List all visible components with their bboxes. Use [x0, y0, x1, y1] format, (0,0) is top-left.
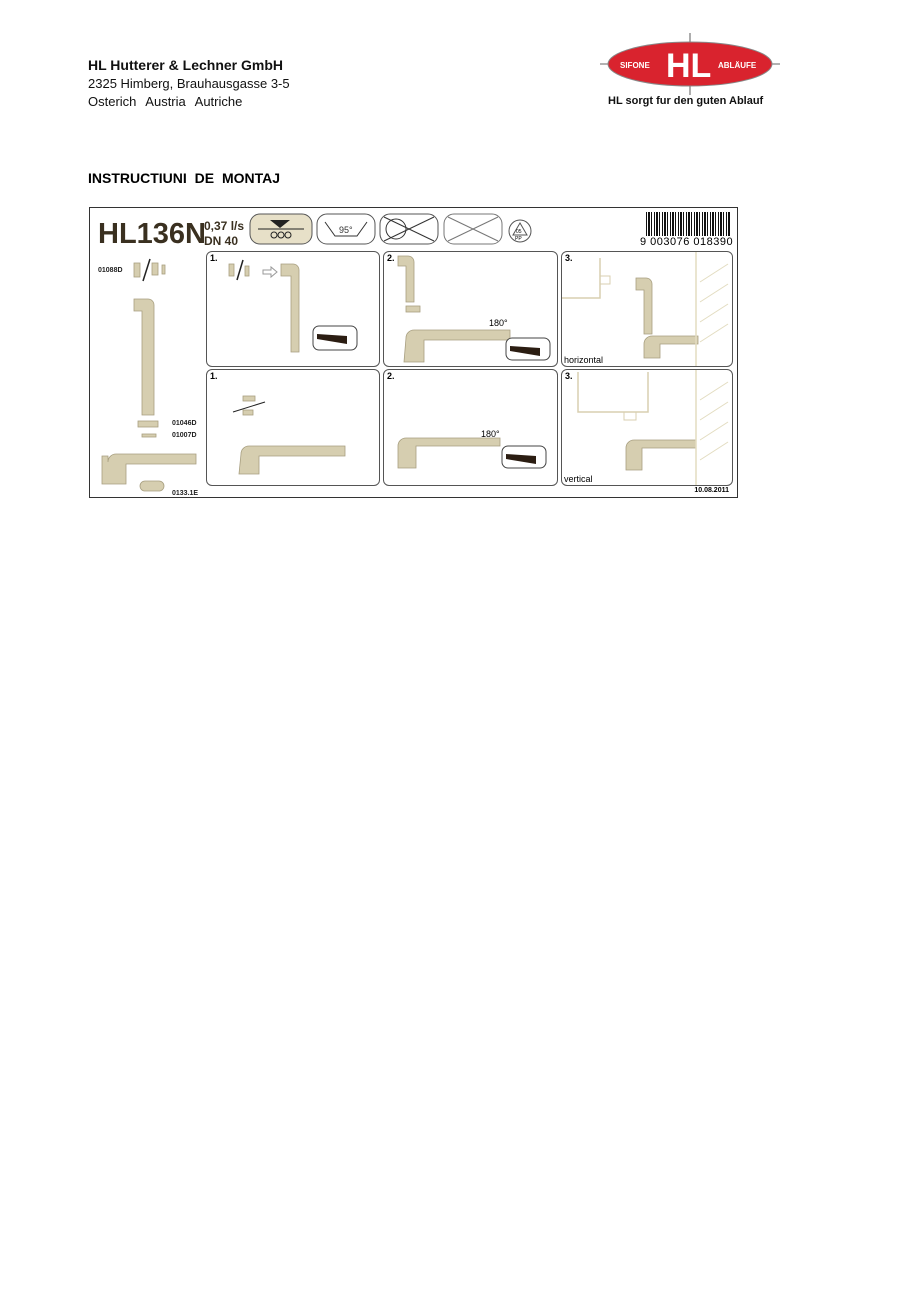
- svg-text:SIFONE: SIFONE: [620, 61, 650, 70]
- svg-text:HL: HL: [666, 47, 711, 85]
- company-address: 2325 Himberg, Brauhausgasse 3-5: [88, 76, 290, 91]
- rotation-angle: 180°: [489, 318, 508, 328]
- company-countries: Osterich Austria Autriche: [88, 94, 243, 109]
- document-title: INSTRUCTIUNI DE MONTAJ: [88, 170, 281, 186]
- step-number: 2.: [387, 371, 395, 381]
- parts-illustration: [101, 258, 197, 492]
- part-number: 0133.1E: [172, 490, 199, 497]
- barcode-number: 9 003076 018390: [638, 236, 736, 248]
- step-number: 1.: [210, 253, 218, 263]
- temperature-label: 95°: [339, 225, 353, 235]
- step-number: 3.: [565, 253, 573, 263]
- no-tool-icon: [443, 213, 503, 245]
- date: 10.08.2011: [694, 487, 729, 494]
- instruction-sheet: HL136N 0,37 l/s DN 40 95° 05 PP 9 003076…: [89, 207, 738, 498]
- step-number: 3.: [565, 371, 573, 381]
- flow-rate: 0,37 l/s: [204, 219, 245, 233]
- hl-logo: SIFONE HL ABLÄUFE: [600, 33, 780, 95]
- company-name: HL Hutterer & Lechner GmbH: [88, 57, 283, 73]
- rotation-angle: 180°: [481, 429, 500, 439]
- step-panel-1-horizontal: 1.: [206, 251, 380, 367]
- step-number: 2.: [387, 253, 395, 263]
- mounting-caption: vertical: [564, 474, 593, 484]
- part-number: 01007D: [172, 432, 197, 439]
- mounting-caption: horizontal: [564, 355, 604, 365]
- no-dishwasher-icon: [379, 213, 439, 245]
- recycle-pp-icon: [508, 219, 532, 243]
- step-panel-2-vertical: 2. 180°: [383, 369, 558, 486]
- step-panel-3-vertical: 3. vertical: [561, 369, 733, 486]
- part-number: 01088D: [98, 267, 123, 274]
- barcode: [646, 212, 730, 236]
- slogan: HL sorgt fur den guten Ablauf: [608, 95, 764, 107]
- model-number: HL136N: [98, 218, 206, 250]
- step-panel-2-horizontal: 2. 180°: [383, 251, 558, 367]
- part-number: 01046D: [172, 420, 197, 427]
- hot-water-icon: [316, 213, 376, 245]
- symbol-row: 95°: [249, 213, 532, 245]
- drain-icon: [249, 213, 313, 245]
- step-panel-1-vertical: 1.: [206, 369, 380, 486]
- recycle-code: 05: [516, 229, 522, 235]
- recycle-material: PP: [515, 236, 522, 242]
- nominal-diameter: DN 40: [204, 234, 239, 248]
- svg-text:ABLÄUFE: ABLÄUFE: [718, 61, 757, 70]
- step-number: 1.: [210, 371, 218, 381]
- step-panel-3-horizontal: 3. horizontal: [561, 251, 733, 367]
